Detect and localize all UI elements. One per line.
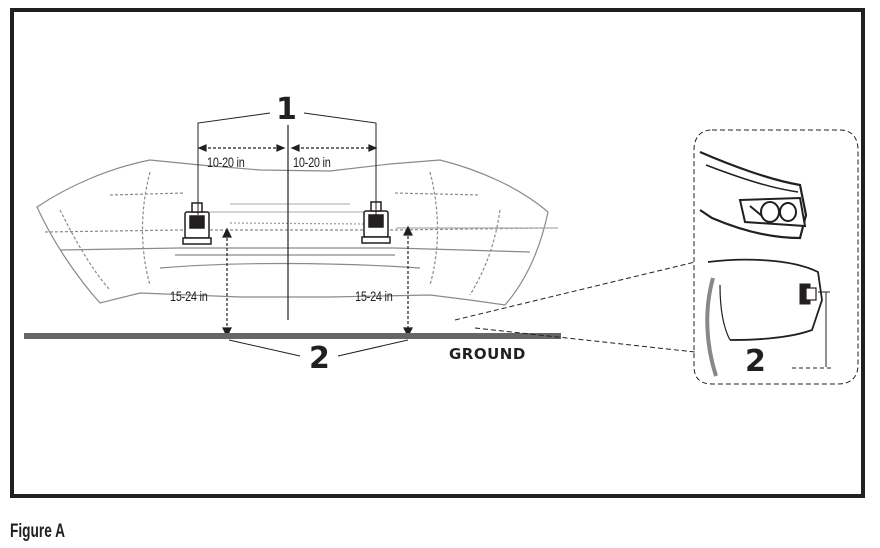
bumper — [36, 159, 558, 306]
callout-1-label: 1 — [276, 92, 297, 127]
right-vertical-dimension: 15-24 in — [355, 288, 393, 304]
ground-label: GROUND — [449, 345, 526, 363]
inset-leader-lines — [454, 261, 696, 353]
figure-caption: Figure A — [10, 521, 65, 542]
right-horizontal-dimension: 10-20 in — [293, 154, 331, 170]
left-horizontal-dimension: 10-20 in — [207, 154, 245, 170]
callout-2-label: 2 — [309, 341, 330, 376]
ground-line — [24, 333, 561, 339]
inset-callout-2-label: 2 — [745, 344, 766, 379]
horizontal-dimension-arrows — [197, 144, 378, 152]
callout-1-bracket — [197, 112, 377, 215]
figure-frame — [10, 8, 865, 498]
left-vertical-dimension: 15-24 in — [170, 288, 208, 304]
sensor-left — [182, 202, 212, 245]
callout-2-bracket — [228, 339, 409, 357]
inset-detail — [693, 129, 859, 385]
vertical-dimension-arrows — [222, 225, 413, 338]
